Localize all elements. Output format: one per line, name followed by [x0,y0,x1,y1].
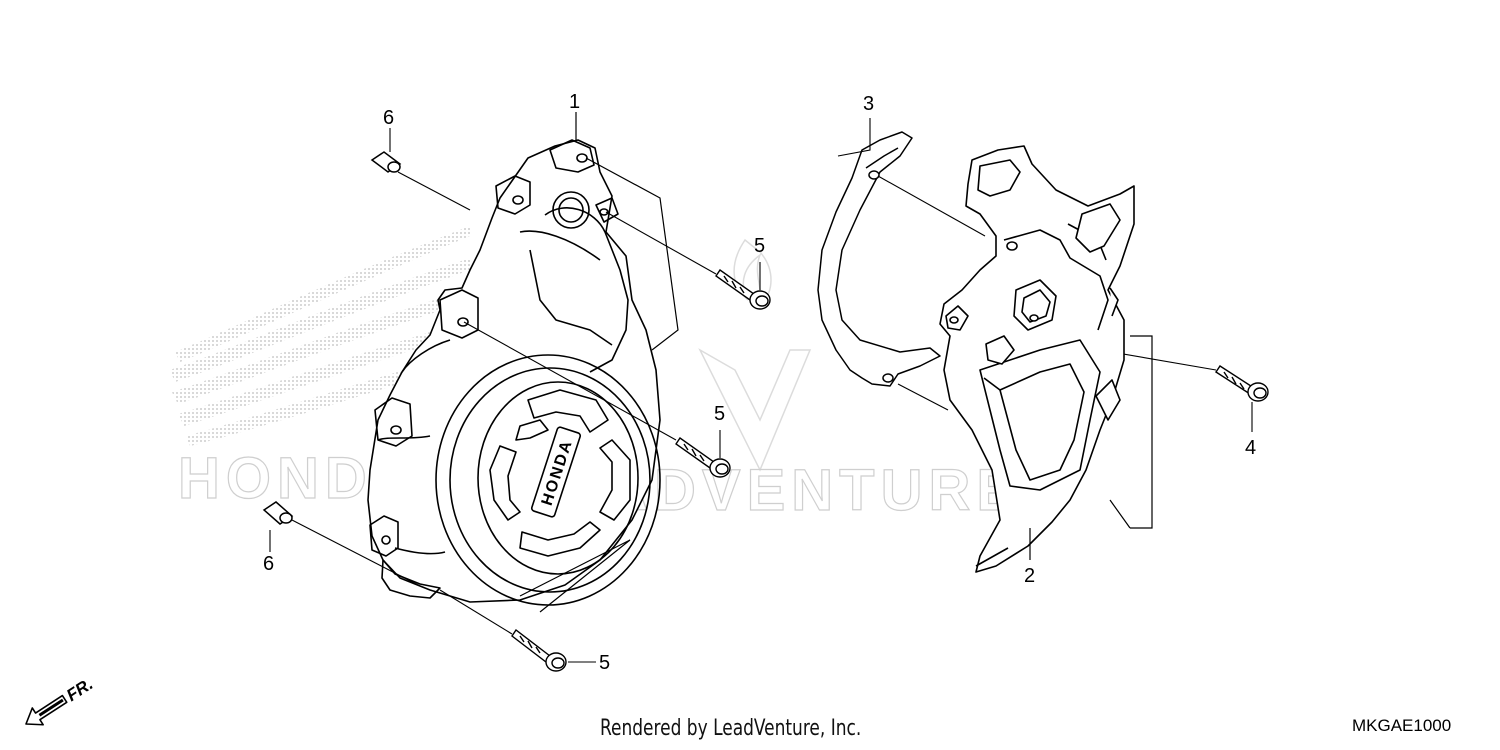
rendered-by-credit: Rendered by LeadVenture, Inc. [600,716,862,741]
dowel-pin-6-bottom [262,501,294,525]
callout-2: 2 [1024,565,1035,587]
front-direction-arrow: FR. [25,674,96,726]
flange-bolt-5-lower [511,628,567,672]
callout-3: 3 [863,93,874,115]
part-3-leaders [837,118,986,411]
callout-6-top: 6 [383,107,394,129]
callout-5-middle: 5 [714,403,725,425]
part-1-bracket [519,112,679,613]
callout-1: 1 [569,91,580,113]
callout-5-upper: 5 [754,235,765,257]
dowel-pin-6-top [370,151,402,173]
callout-6-bottom: 6 [263,553,274,575]
honda-wing-watermark: HONDA [170,226,470,512]
callout-labels: 1 2 3 4 5 5 5 6 6 [263,91,1256,674]
flange-bolt-5-middle [675,437,731,478]
front-direction-label: FR. [63,674,96,705]
callout-5-lower: 5 [599,652,610,674]
diagram-code: MKGAE1000 [1352,716,1452,735]
part-2-sprocket-cover [939,145,1135,573]
part-1-left-crankcase-cover: HONDA [367,139,661,606]
flange-bolt-5-upper [715,269,771,310]
flange-bolt-4 [1215,365,1269,402]
callout-4: 4 [1245,437,1256,459]
part-2-bracket [1029,335,1153,560]
part-3-gasket [817,131,941,387]
